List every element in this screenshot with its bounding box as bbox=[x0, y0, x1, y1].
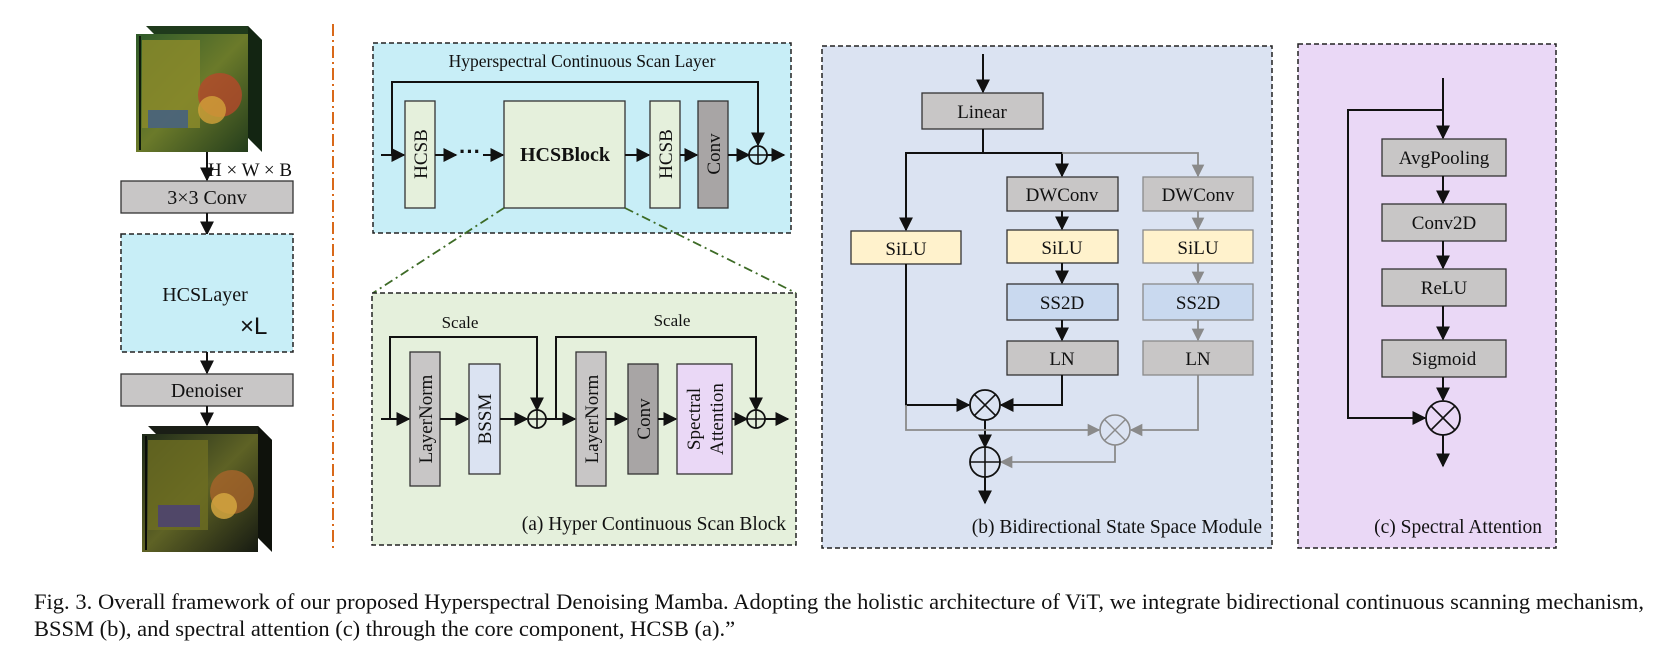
panel-c: AvgPooling Conv2D ReLU Sigmoid (c) Spect… bbox=[1297, 43, 1557, 549]
relu-box bbox=[1381, 268, 1507, 307]
sigmoid-box bbox=[1381, 339, 1507, 378]
zoom-line-right bbox=[624, 207, 797, 294]
b-arrow-ln-mul bbox=[999, 375, 1063, 412]
panel-b-caption: (b) Bidirectional State Space Module bbox=[972, 517, 1262, 538]
layernorm-box-1 bbox=[409, 351, 441, 487]
panel-a-caption: (a) Hyper Continuous Scan Block bbox=[522, 514, 787, 535]
a-conv-label: Conv bbox=[634, 398, 655, 440]
hcsb-label-2: HCSB bbox=[656, 129, 677, 179]
scan-layer-panel: Hyperspectral Continuous Scan Layer HCSB… bbox=[372, 42, 797, 294]
scan-add-node bbox=[748, 145, 768, 165]
conv2d-box bbox=[1381, 203, 1507, 242]
dims-label: H × W × B bbox=[208, 160, 292, 181]
layernorm-label-2: LayerNorm bbox=[582, 374, 603, 463]
scan-layer-title: Hyperspectral Continuous Scan Layer bbox=[449, 51, 716, 71]
input-hsi-cube-image bbox=[136, 26, 262, 152]
skip-arrow-a2 bbox=[555, 336, 763, 419]
dwconv-box bbox=[1006, 176, 1119, 212]
b-rev-arrow-silu-mul bbox=[905, 405, 1101, 437]
left-pipeline: H × W × B 3×3 Conv HCSLayer ×L Denoiser bbox=[120, 26, 294, 552]
c-skip-arrow bbox=[1347, 109, 1443, 425]
zoom-line-left bbox=[372, 207, 505, 294]
dwconv-label-rev: DWConv bbox=[1162, 185, 1235, 206]
panel-b: Linear SiLU DWConv SiLU SS2D LN DWConv bbox=[821, 45, 1273, 549]
b-rev-arrow-ln-mul bbox=[1129, 375, 1199, 437]
scale-label-left: Scale bbox=[442, 313, 479, 332]
scan-conv-box bbox=[697, 100, 729, 209]
figure-caption-text: Fig. 3. Overall framework of our propose… bbox=[34, 589, 1644, 641]
framework-diagram: H × W × B 3×3 Conv HCSLayer ×L Denoiser … bbox=[120, 24, 1557, 552]
hcsblock-label: HCSBlock bbox=[520, 144, 611, 166]
silu-box-left bbox=[850, 230, 962, 265]
layernorm-box-2 bbox=[575, 351, 607, 487]
output-hsi-cube-image bbox=[142, 426, 272, 552]
ln-box bbox=[1006, 340, 1119, 376]
ln-label-rev: LN bbox=[1185, 349, 1211, 370]
silu-box-rev bbox=[1142, 229, 1254, 264]
silu-label-mid: SiLU bbox=[1041, 238, 1082, 259]
b-arrow-to-dwconv-rev bbox=[1062, 152, 1205, 178]
conv3x3-label: 3×3 Conv bbox=[167, 187, 247, 209]
sigmoid-label: Sigmoid bbox=[1412, 349, 1477, 370]
ss2d-box-rev bbox=[1142, 283, 1254, 321]
a-add-node-2 bbox=[746, 409, 766, 429]
hcsb-label-1: HCSB bbox=[411, 129, 432, 179]
scan-skip-arrow bbox=[391, 81, 765, 155]
skip-arrow-a1 bbox=[389, 336, 544, 419]
layernorm-label-1: LayerNorm bbox=[416, 374, 437, 463]
scale-label-right: Scale bbox=[654, 311, 691, 330]
ln-label: LN bbox=[1049, 349, 1075, 370]
b-add-node bbox=[969, 446, 1001, 478]
avgpooling-box bbox=[1381, 138, 1507, 177]
ss2d-label-rev: SS2D bbox=[1176, 293, 1220, 314]
a-add-node-1 bbox=[527, 409, 547, 429]
bssm-box bbox=[468, 363, 501, 475]
hcslayer-label: HCSLayer bbox=[162, 284, 248, 306]
b-rev-arrow-mul-add bbox=[999, 445, 1116, 469]
b-arrow-to-silu-left bbox=[899, 129, 984, 232]
denoiser-label: Denoiser bbox=[171, 380, 244, 402]
linear-label: Linear bbox=[957, 102, 1007, 123]
ss2d-label: SS2D bbox=[1040, 293, 1084, 314]
avgpooling-label: AvgPooling bbox=[1399, 148, 1490, 169]
silu-label-left: SiLU bbox=[885, 239, 926, 260]
conv2d-label: Conv2D bbox=[1412, 213, 1476, 234]
dwconv-label: DWConv bbox=[1026, 185, 1099, 206]
bssm-label: BSSM bbox=[475, 394, 496, 445]
denoiser-box bbox=[120, 373, 294, 407]
scan-ellipsis: ··· bbox=[459, 139, 481, 164]
relu-label: ReLU bbox=[1421, 278, 1468, 299]
scan-conv-label: Conv bbox=[704, 133, 725, 175]
hcsb-box-2 bbox=[649, 100, 681, 209]
spectral-attention-label-2: Attention bbox=[707, 383, 728, 455]
silu-label-rev: SiLU bbox=[1177, 238, 1218, 259]
panel-a: Scale Scale LayerNorm BSSM LayerNorm Con… bbox=[371, 292, 797, 546]
ss2d-box bbox=[1006, 283, 1119, 321]
hcsblock-box bbox=[503, 100, 626, 209]
spectral-attention-label-1: Spectral bbox=[684, 388, 705, 450]
spectral-attention-box bbox=[676, 363, 733, 475]
silu-box-mid bbox=[1006, 229, 1119, 264]
a-conv-box bbox=[627, 363, 659, 475]
conv3x3-box bbox=[120, 180, 294, 214]
repeat-label: ×L bbox=[240, 313, 267, 340]
panel-c-caption: (c) Spectral Attention bbox=[1374, 517, 1542, 538]
figure-caption: Fig. 3. Overall framework of our propose… bbox=[34, 588, 1644, 642]
